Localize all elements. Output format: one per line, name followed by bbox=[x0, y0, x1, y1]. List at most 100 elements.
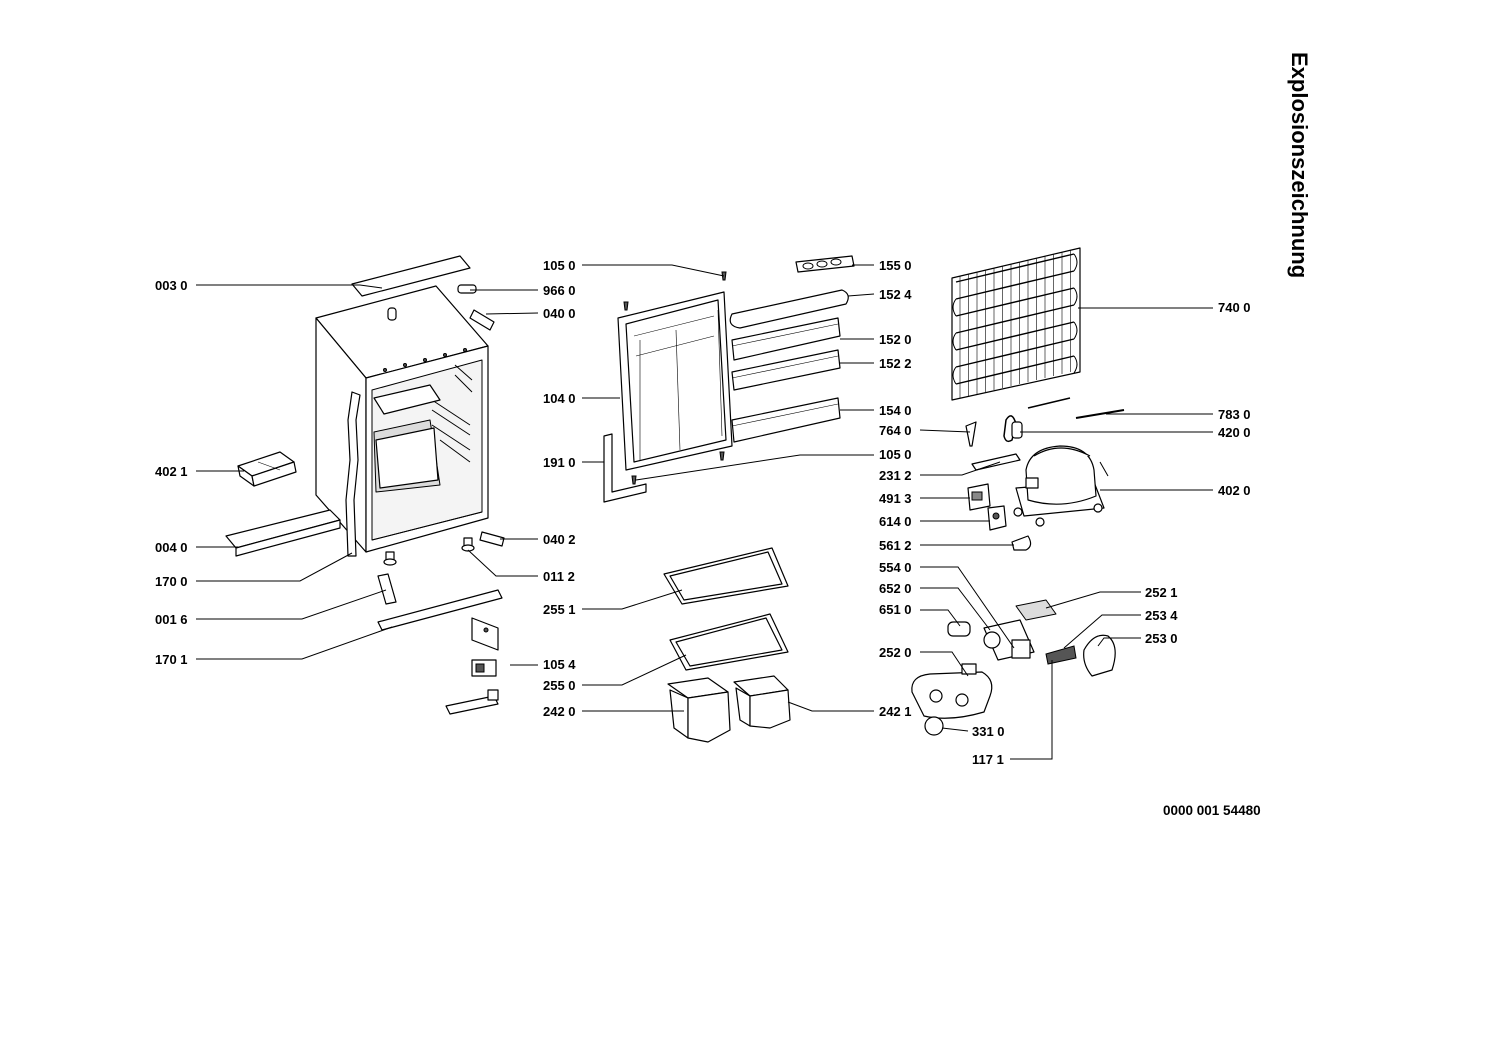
thermostat-assembly bbox=[947, 619, 1035, 661]
top-plate bbox=[351, 255, 471, 297]
leader-line bbox=[196, 552, 353, 582]
part-label: 040 2 bbox=[543, 532, 576, 547]
part-label: 231 2 bbox=[879, 468, 912, 483]
leader-line bbox=[196, 589, 387, 620]
glass-shelves bbox=[663, 547, 789, 671]
leader-line bbox=[920, 461, 1001, 476]
document-number: 0000 001 54480 bbox=[1163, 803, 1261, 818]
part-label: 554 0 bbox=[879, 560, 912, 575]
leader-line bbox=[920, 566, 1015, 649]
door bbox=[617, 291, 733, 471]
part-label: 105 0 bbox=[879, 447, 912, 462]
bottom-bracket bbox=[377, 573, 397, 605]
adjustable-foot bbox=[383, 537, 475, 566]
part-label: 783 0 bbox=[1218, 407, 1251, 422]
part-label: 652 0 bbox=[879, 581, 912, 596]
condenser-grid bbox=[951, 247, 1081, 401]
leader-line bbox=[920, 609, 961, 627]
part-label: 170 0 bbox=[155, 574, 188, 589]
part-label: 105 0 bbox=[543, 258, 576, 273]
leader-line bbox=[787, 701, 874, 712]
capillary-tube bbox=[1075, 409, 1125, 419]
door-seal bbox=[603, 433, 647, 503]
part-label: 331 0 bbox=[972, 724, 1005, 739]
part-label: 402 1 bbox=[155, 464, 188, 479]
shelf-cover bbox=[729, 289, 849, 329]
leader-line bbox=[582, 264, 725, 277]
leader-line bbox=[920, 651, 969, 677]
plinth-strip bbox=[377, 589, 503, 631]
mounting-bracket bbox=[237, 451, 297, 487]
part-label: 764 0 bbox=[879, 423, 912, 438]
hinge-pin bbox=[457, 284, 477, 294]
part-label: 003 0 bbox=[155, 278, 188, 293]
leader-line bbox=[1063, 614, 1141, 649]
part-label: 255 0 bbox=[543, 678, 576, 693]
compressor bbox=[1013, 445, 1109, 527]
part-label: 155 0 bbox=[879, 258, 912, 273]
part-label: 104 0 bbox=[543, 391, 576, 406]
leader-line bbox=[1045, 591, 1141, 609]
relay bbox=[967, 483, 991, 511]
part-label: 253 0 bbox=[1145, 631, 1178, 646]
thermostat-knob bbox=[924, 716, 944, 736]
leader-line bbox=[847, 293, 875, 297]
part-label: 651 0 bbox=[879, 602, 912, 617]
leader-line bbox=[582, 589, 683, 610]
part-label: 004 0 bbox=[155, 540, 188, 555]
terminal-clip bbox=[1011, 535, 1032, 551]
part-label: 011 2 bbox=[543, 569, 575, 584]
door-pin-bottom bbox=[719, 451, 725, 461]
door-gasket-strip bbox=[345, 391, 361, 557]
lower-hinge bbox=[479, 531, 505, 547]
part-label: 242 1 bbox=[879, 704, 912, 719]
crisper-drawers bbox=[667, 675, 791, 743]
cabinet bbox=[315, 285, 489, 553]
part-label: 561 2 bbox=[879, 538, 912, 553]
leader-line bbox=[196, 626, 393, 660]
part-label: 252 0 bbox=[879, 645, 912, 660]
part-label: 152 2 bbox=[879, 356, 912, 371]
hinge-plate bbox=[469, 309, 495, 331]
leader-line bbox=[920, 587, 991, 631]
part-label: 105 4 bbox=[543, 657, 576, 672]
lamp-spring bbox=[1045, 645, 1077, 665]
leader-line bbox=[919, 429, 971, 433]
part-label: 117 1 bbox=[972, 752, 1004, 767]
leader-line bbox=[196, 284, 383, 289]
part-label: 242 0 bbox=[543, 704, 576, 719]
egg-tray bbox=[795, 255, 855, 273]
leader-line bbox=[582, 654, 687, 686]
part-label: 040 0 bbox=[543, 306, 576, 321]
part-label: 255 1 bbox=[543, 602, 576, 617]
part-label: 191 0 bbox=[543, 455, 576, 470]
part-label: 170 1 bbox=[155, 652, 188, 667]
leader-line bbox=[485, 312, 539, 315]
part-label: 152 0 bbox=[879, 332, 912, 347]
door-shelves bbox=[731, 317, 841, 443]
part-label: 252 1 bbox=[1145, 585, 1178, 600]
door-pin-top bbox=[623, 301, 629, 311]
thermostat-housing bbox=[911, 663, 993, 719]
part-label: 001 6 bbox=[155, 612, 188, 627]
part-label: 740 0 bbox=[1218, 300, 1251, 315]
part-label: 420 0 bbox=[1218, 425, 1251, 440]
starter-relay-clip bbox=[1003, 415, 1017, 443]
lamp-cover-plate bbox=[1015, 599, 1057, 621]
part-label: 154 0 bbox=[879, 403, 912, 418]
leader-line bbox=[1097, 637, 1141, 647]
part-label: 402 0 bbox=[1218, 483, 1251, 498]
leader-line bbox=[1010, 660, 1053, 760]
part-label: 253 4 bbox=[1145, 608, 1178, 623]
part-label: 614 0 bbox=[879, 514, 912, 529]
lamp-cover bbox=[1083, 634, 1116, 677]
leader-line bbox=[635, 454, 874, 481]
part-label: 491 3 bbox=[879, 491, 912, 506]
part-label: 152 4 bbox=[879, 287, 912, 302]
leader-line bbox=[941, 727, 969, 732]
door-hinge-set bbox=[445, 617, 499, 715]
overload-protector bbox=[987, 505, 1007, 531]
leader-line bbox=[467, 549, 538, 577]
drier-filter bbox=[965, 421, 977, 447]
